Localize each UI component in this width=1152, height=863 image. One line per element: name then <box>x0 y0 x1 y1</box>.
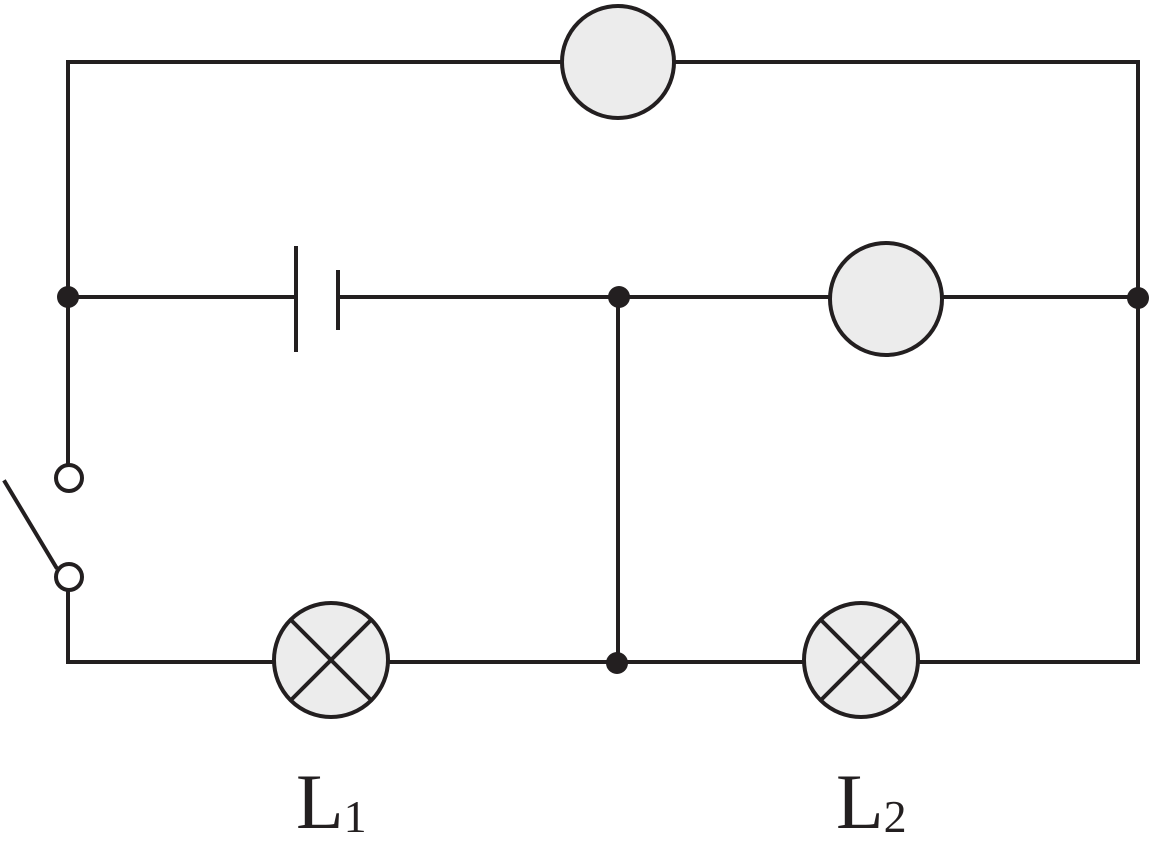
junction-node-center-bottom <box>606 652 628 674</box>
lamp-l2-label: L2 <box>836 758 907 845</box>
junction-node-right <box>1127 287 1149 309</box>
lamp-l1-label: L1 <box>296 758 367 845</box>
lamp-l2-cross-b <box>819 618 903 702</box>
wires <box>66 60 1140 665</box>
lamp-l2-icon <box>802 601 920 719</box>
middle-meter <box>828 241 944 357</box>
junction-node-center-top <box>608 286 630 308</box>
switch-blade <box>2 479 59 570</box>
switch-icon <box>2 463 84 592</box>
battery-icon <box>294 246 340 352</box>
switch-upper-terminal <box>54 463 84 493</box>
switch-lower-terminal <box>54 562 84 592</box>
junction-node-left <box>57 286 79 308</box>
top-meter <box>560 4 676 120</box>
lamp-l1-icon <box>272 601 390 719</box>
lamp-l1-cross-b <box>289 618 373 702</box>
